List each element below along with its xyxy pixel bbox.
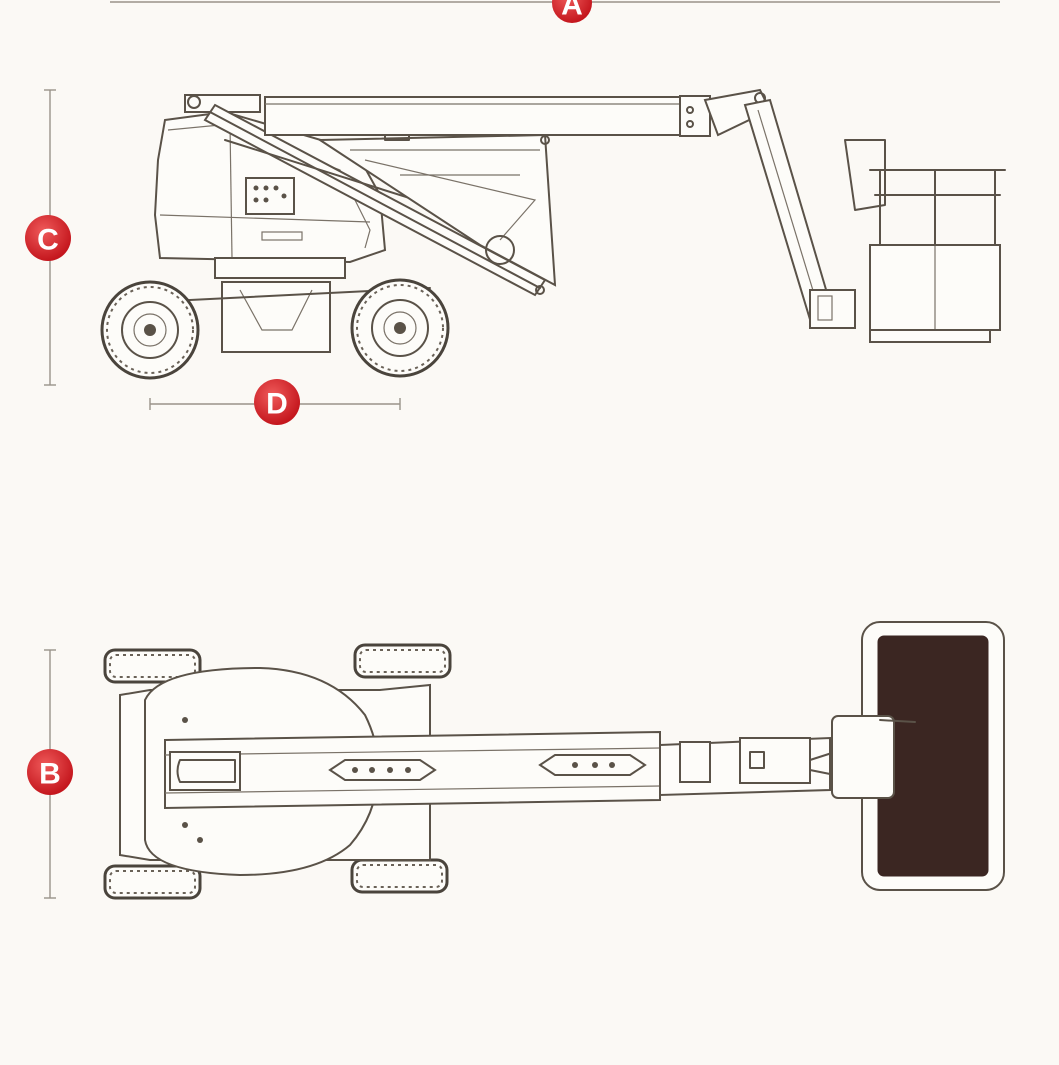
svg-text:B: B — [39, 758, 61, 791]
control-panel — [245, 177, 295, 215]
badge-a: A — [552, 0, 592, 23]
riser-frame — [316, 133, 557, 287]
rear-wheel — [100, 280, 200, 380]
upper-boom — [264, 96, 691, 136]
platform-top — [831, 621, 1005, 891]
top-wheels — [103, 643, 452, 900]
badge-c: C — [25, 215, 71, 261]
top-view — [44, 621, 1005, 900]
svg-text:C: C — [37, 224, 59, 257]
badge-d: D — [254, 379, 300, 425]
chassis-box — [221, 281, 331, 353]
svg-text:D: D — [266, 388, 288, 421]
platform-side — [844, 139, 1006, 343]
svg-text:A: A — [561, 0, 583, 22]
front-wheel — [350, 278, 450, 378]
badge-b: B — [27, 749, 73, 795]
side-view — [44, 1, 1006, 410]
